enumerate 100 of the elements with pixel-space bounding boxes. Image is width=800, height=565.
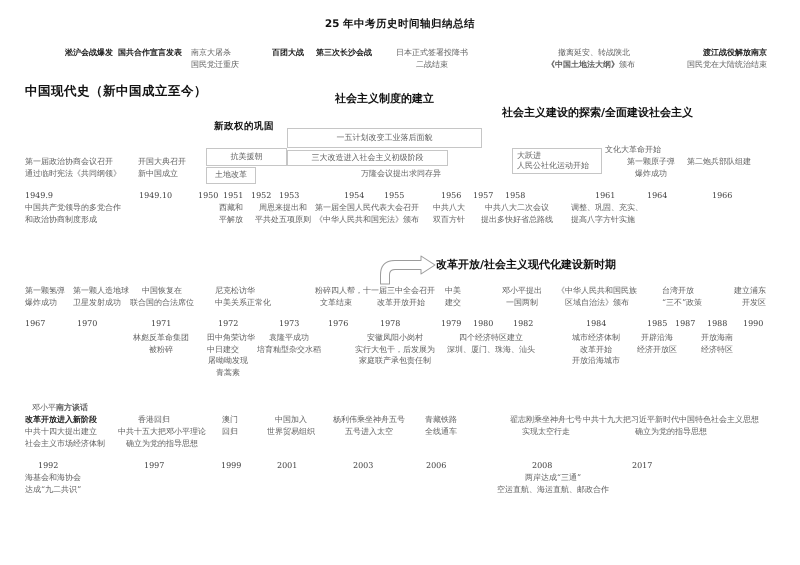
event-text: 海基会和海协会达成“九二共识” [25,472,82,496]
event-text: 中国共产党领导的多党合作和政治协商制度形成 [25,202,121,226]
event-text: 袁隆平成功培育籼型杂交水稻 [257,332,321,356]
section-heading: 社会主义制度的建立 [335,92,434,106]
event-text: 文革结束 [320,296,352,308]
event-text: 中国加入世界贸易组织 [267,414,315,438]
year-label: 2006 [426,460,446,472]
event-box [206,148,287,166]
year-label: 1976 [328,318,348,330]
event-text: 第三次长沙会战 [316,47,372,59]
event-text: 第一颗氢弹爆炸成功 [25,285,65,308]
event-text: 国民党在大陆统治结束 [687,59,767,71]
year-label: 1984 [586,318,606,330]
year-label: 1979 [441,318,462,330]
year-label: 1988 [707,318,728,330]
event-text: 中美建交 [445,285,461,308]
event-text: 开放海南经济特区 [701,332,733,356]
event-text: 第一颗原子弹爆炸成功 [627,156,675,180]
event-text: 一五计划改变工业落后面貌 [336,132,432,144]
event-text: 改革开放进入新阶段 [25,414,97,426]
event-text: 《中华人民共和国民族区域自治法》颁布 [557,285,637,308]
year-label: 2008 [532,460,552,472]
event-box [287,150,448,166]
year-label: 2001 [277,460,298,472]
event-text: 《中国土地法大纲》颁布 [547,59,635,71]
year-label: 1964 [647,190,668,202]
page-title: 25 年中考历史时间轴归纳总结 [324,18,476,30]
year-label: 1973 [279,318,300,330]
event-text: 大跃进 [517,150,541,161]
event-text: 改革开放开始 [377,296,425,308]
year-label: 1967 [25,318,46,330]
event-text: 台湾开放“三不”政策 [662,285,702,308]
event-text: 人民公社化运动开始 [517,161,589,172]
event-text: 第一颗人造地球卫星发射成功 [73,285,129,308]
event-text: 建立浦东开发区 [734,285,766,308]
year-label: 1972 [218,318,238,330]
event-text: 粉碎四人帮，十一届三中全会召开 [315,285,435,297]
event-text: 调整、巩固、充实、提高八字方针实施 [571,202,643,226]
year-label: 1997 [144,460,164,472]
year-label: 1953 [279,190,300,202]
event-text: 尼克松访华中美关系正常化 [215,285,271,308]
section-heading: 中国现代史（新中国成立至今） [25,82,207,98]
event-text: 城市经济体制改革开始开放沿海城市 [572,332,620,367]
event-text: 开辟沿海经济开放区 [637,332,677,356]
event-box [287,128,482,148]
event-text: 周恩来提出和平共处五项原则 [255,202,311,226]
year-label: 1971 [151,318,172,330]
event-text: 翟志刚乘坐神舟七号实现太空行走 [510,414,582,438]
year-label: 1990 [743,318,764,330]
event-box [206,167,256,184]
event-text: 渡江战役解放南京 [703,47,767,59]
event-text: 西藏和平解放 [219,202,243,226]
year-label: 1949.10 [139,190,172,202]
year-label: 1955 [384,190,404,202]
event-text: 邓小平提出一国两制 [502,285,542,308]
section-heading: 新政权的巩固 [214,121,274,133]
year-label: 1950 [198,190,218,202]
hollow-arrow [380,256,436,284]
year-label: 1949.9 [25,190,53,202]
year-label: 1987 [675,318,696,330]
event-text: 中共八大双百方针 [433,202,465,226]
year-label: 1954 [344,190,364,202]
year-label: 1985 [647,318,668,330]
event-text: 开国大典召开新中国成立 [138,156,186,180]
event-text: 田中角荣访华中日建交 [207,332,255,356]
year-label: 1961 [595,190,616,202]
year-label: 1982 [513,318,534,330]
event-text: 青藏铁路全线通车 [425,414,457,438]
year-label: 1980 [473,318,494,330]
year-label: 1957 [473,190,494,202]
event-text: 淞沪会战爆发 [65,47,113,59]
event-text: 中共十九大把习近平新时代中国特色社会主义思想确立为党的指导思想 [583,414,759,438]
year-label: 1970 [77,318,98,330]
event-text: 万隆会议提出求同存异 [361,168,441,180]
section-heading: 改革开放/社会主义现代化建设新时期 [436,258,616,272]
event-text: 国民党迁重庆 [191,59,239,71]
event-text: 土地改革 [215,170,247,181]
year-label: 1958 [505,190,526,202]
event-text: 屠呦呦发现青蒿素 [208,355,248,378]
event-text: 第一届全国人民代表大会召开《中华人民共和国宪法》颁布 [315,202,419,226]
event-text: 香港回归 [138,414,170,426]
event-text: 抗美援朝 [230,152,262,162]
event-text: 文化大革命开始 [605,144,661,156]
year-label: 1951 [223,190,244,202]
event-text: 中共八大二次会议提出多快好省总路线 [481,202,553,226]
event-text: 中共十五大把邓小平理论确立为党的指导思想 [118,426,206,450]
event-text: 两岸达成“三通”空运直航、海运直航、邮政合作 [497,472,609,496]
event-text: 南京大屠杀 [191,47,231,59]
event-text: 百团大战 [272,47,304,59]
event-text: 杨利伟乘坐神舟五号五号进入太空 [333,414,405,438]
year-label: 1992 [38,460,58,472]
year-label: 1978 [380,318,400,330]
event-text: 邓小平南方谈话 [32,402,88,414]
event-text: 国共合作宣言发表 [118,47,182,59]
event-text: 三大改造进入社会主义初级阶段 [312,152,424,164]
section-heading: 社会主义建设的探索/全面建设社会主义 [502,106,694,120]
year-label: 1952 [251,190,272,202]
event-box [512,148,602,174]
event-text: 第二炮兵部队组建 [687,156,751,168]
year-label: 1999 [221,460,242,472]
